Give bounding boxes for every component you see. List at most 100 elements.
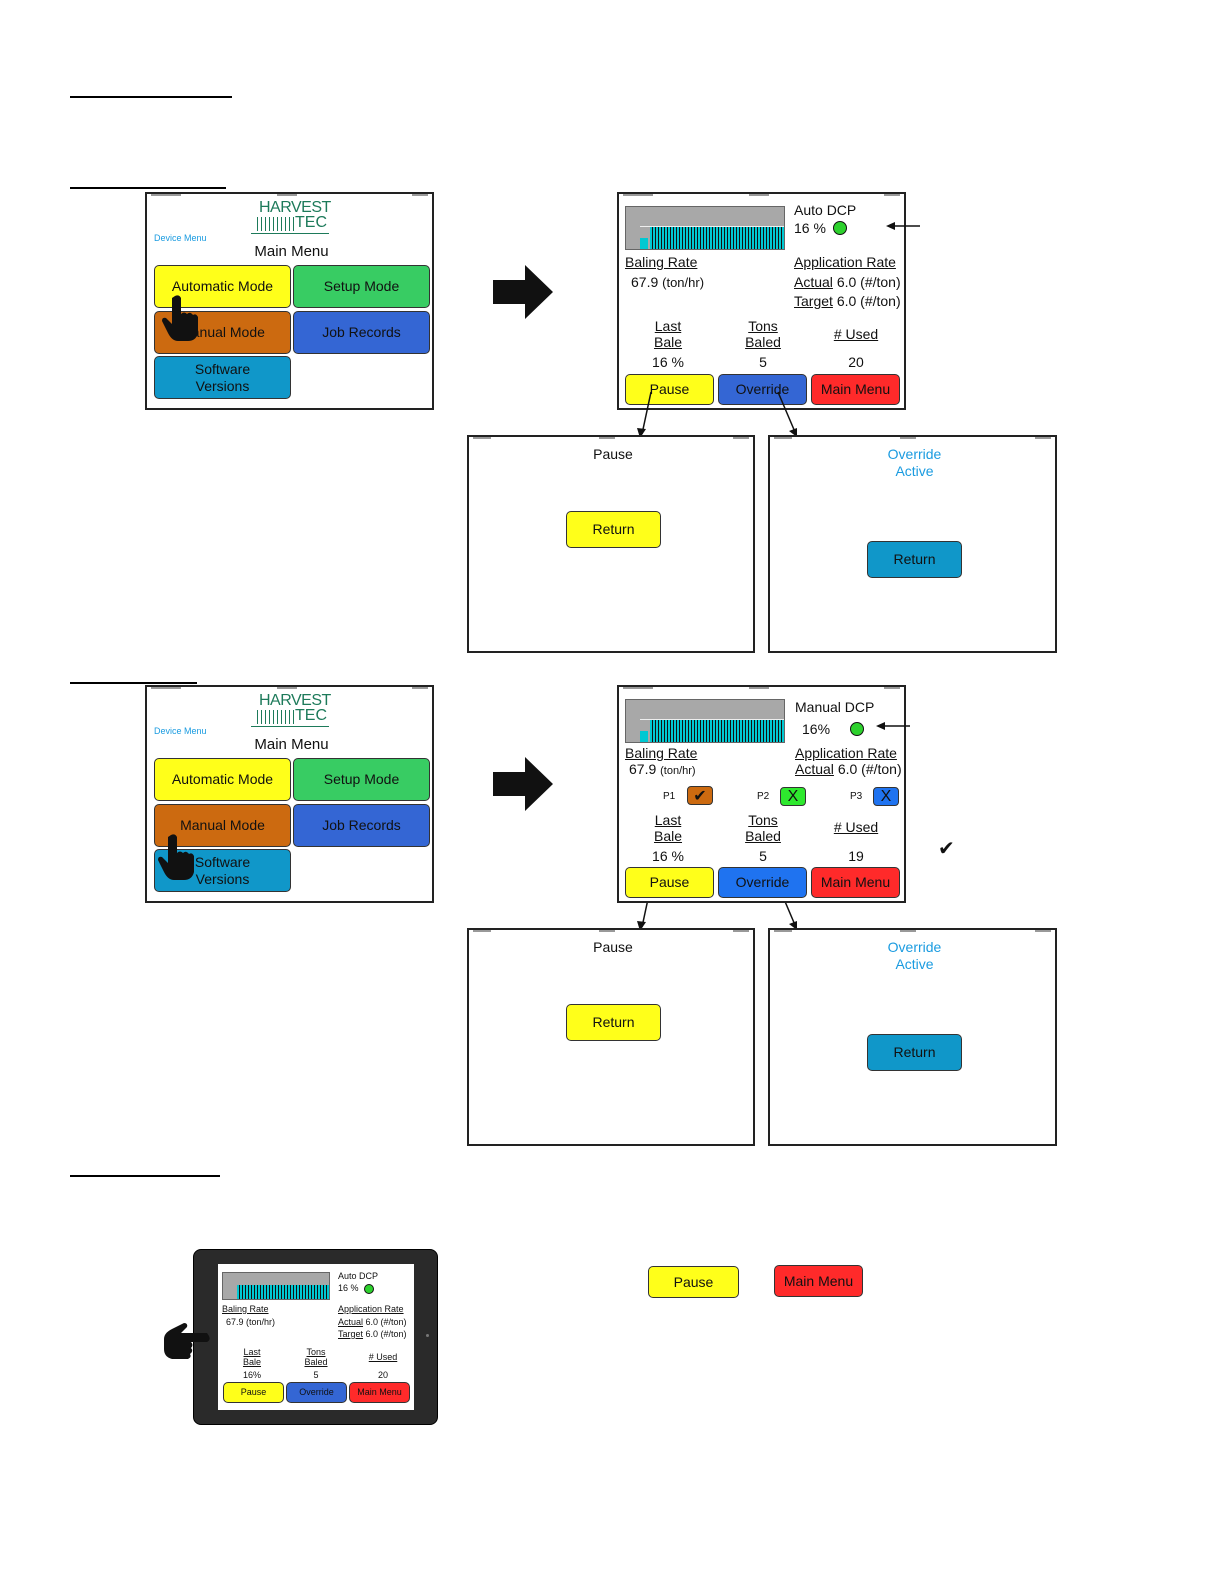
setup-mode-button[interactable]: Setup Mode (293, 758, 430, 801)
status-bar (619, 687, 904, 693)
baling-rate-value: 67.9 (ton/hr) (631, 274, 705, 290)
main-menu-screen-automatic: HARVEST TEC Device Menu Main Menu Automa… (145, 192, 434, 410)
pause-button[interactable]: Pause (625, 867, 714, 898)
status-bar (770, 437, 1055, 443)
used-label: # Used (833, 326, 879, 342)
moisture-value: 16% (802, 721, 831, 737)
status-indicator (850, 722, 864, 736)
override-button[interactable]: Override (718, 374, 807, 405)
page-title: Main Menu (254, 243, 329, 260)
baling-rate-label: Baling Rate (625, 745, 698, 761)
mode-label: Manual DCP (795, 699, 875, 715)
moisture-history-gauge (222, 1272, 330, 1300)
target-rate: Target 6.0 (#/ton) (794, 293, 901, 309)
actual-rate: Actual 6.0 (#/ton) (795, 761, 902, 777)
used-value: 19 (848, 848, 864, 864)
return-button[interactable]: Return (566, 1004, 661, 1041)
p1-label: P1 (663, 791, 676, 802)
tablet-device: Auto DCP 16 % Baling Rate 67.9 (ton/hr) … (193, 1249, 438, 1425)
tablet-screen: Auto DCP 16 % Baling Rate 67.9 (ton/hr) … (218, 1264, 414, 1410)
baling-rate-value: 67.9 (ton/hr) (629, 761, 696, 777)
status-bar (147, 194, 432, 200)
mode-label: Auto DCP (794, 202, 857, 218)
p1-toggle[interactable]: ✔ (687, 786, 713, 805)
pause-legend-button: Pause (648, 1266, 739, 1298)
pause-button[interactable]: Pause (223, 1382, 284, 1403)
application-rate-label: Application Rate (794, 254, 896, 270)
p3-label: P3 (850, 791, 863, 802)
tons-baled-value: 5 (759, 848, 767, 864)
actual-rate: Actual 6.0 (#/ton) (794, 274, 901, 290)
last-bale-value: 16 % (652, 848, 684, 864)
status-bar (619, 194, 904, 200)
pause-screen: Pause Return (467, 435, 755, 653)
main-menu-screen-manual: HARVEST TEC Device Menu Main Menu Automa… (145, 685, 434, 903)
used-label: # Used (833, 819, 879, 835)
main-menu-legend-button: Main Menu (774, 1265, 863, 1297)
baling-rate-value: 67.9 (ton/hr) (226, 1317, 276, 1327)
application-rate-label: Application Rate (338, 1304, 404, 1314)
status-indicator (364, 1284, 374, 1294)
pause-button[interactable]: Pause (625, 374, 714, 405)
right-arrow-icon (493, 757, 553, 811)
return-button[interactable]: Return (566, 511, 661, 548)
page-title: Main Menu (254, 736, 329, 753)
section-heading-underline (70, 1175, 220, 1177)
main-menu-button[interactable]: Main Menu (349, 1382, 410, 1403)
section-heading-underline (70, 187, 226, 189)
device-menu-link[interactable]: Device Menu (154, 233, 207, 243)
moisture-history-gauge (625, 206, 785, 250)
pointer-arrow-icon (876, 722, 910, 730)
pause-title: Pause (593, 939, 633, 955)
p3-toggle[interactable]: X (873, 787, 899, 806)
tons-baled-value: 5 (313, 1370, 319, 1380)
job-records-button[interactable]: Job Records (293, 804, 430, 847)
return-button[interactable]: Return (867, 1034, 962, 1071)
p2-toggle[interactable]: X (780, 787, 806, 806)
section-heading-underline (70, 96, 232, 98)
main-menu-button[interactable]: Main Menu (811, 374, 900, 405)
actual-rate: Actual 6.0 (#/ton) (338, 1317, 407, 1327)
automatic-mode-button[interactable]: Automatic Mode (154, 758, 291, 801)
last-bale-value: 16% (242, 1370, 261, 1380)
job-records-button[interactable]: Job Records (293, 311, 430, 354)
harvest-tec-logo: HARVEST TEC (251, 692, 331, 730)
status-bar (469, 930, 753, 936)
harvest-tec-logo: HARVEST TEC (251, 199, 331, 237)
used-value: 20 (377, 1370, 388, 1380)
section-heading-underline (70, 682, 197, 684)
moisture-history-gauge (625, 699, 785, 743)
moisture-value: 16 % (794, 220, 826, 236)
return-button[interactable]: Return (867, 541, 962, 578)
auto-dcp-screen: Auto DCP 16 % Baling Rate 67.9 (ton/hr) … (617, 192, 906, 410)
used-label: # Used (368, 1352, 398, 1362)
used-value: 20 (848, 354, 864, 370)
pointing-hand-icon (164, 1323, 210, 1359)
checkmark-icon: ✔ (938, 838, 955, 860)
target-rate: Target 6.0 (#/ton) (338, 1329, 407, 1339)
status-bar (770, 930, 1055, 936)
main-menu-button[interactable]: Main Menu (811, 867, 900, 898)
status-bar (469, 437, 753, 443)
device-menu-link[interactable]: Device Menu (154, 726, 207, 736)
right-arrow-icon (493, 265, 553, 319)
p2-label: P2 (757, 791, 770, 802)
pointing-hand-icon (158, 834, 194, 880)
override-button[interactable]: Override (718, 867, 807, 898)
setup-mode-button[interactable]: Setup Mode (293, 265, 430, 308)
application-rate-label: Application Rate (795, 745, 897, 761)
status-indicator (833, 221, 847, 235)
tons-baled-value: 5 (759, 354, 767, 370)
override-button[interactable]: Override (286, 1382, 347, 1403)
manual-dcp-screen: Manual DCP 16% Baling Rate 67.9 (ton/hr)… (617, 685, 906, 903)
status-bar (147, 687, 432, 693)
